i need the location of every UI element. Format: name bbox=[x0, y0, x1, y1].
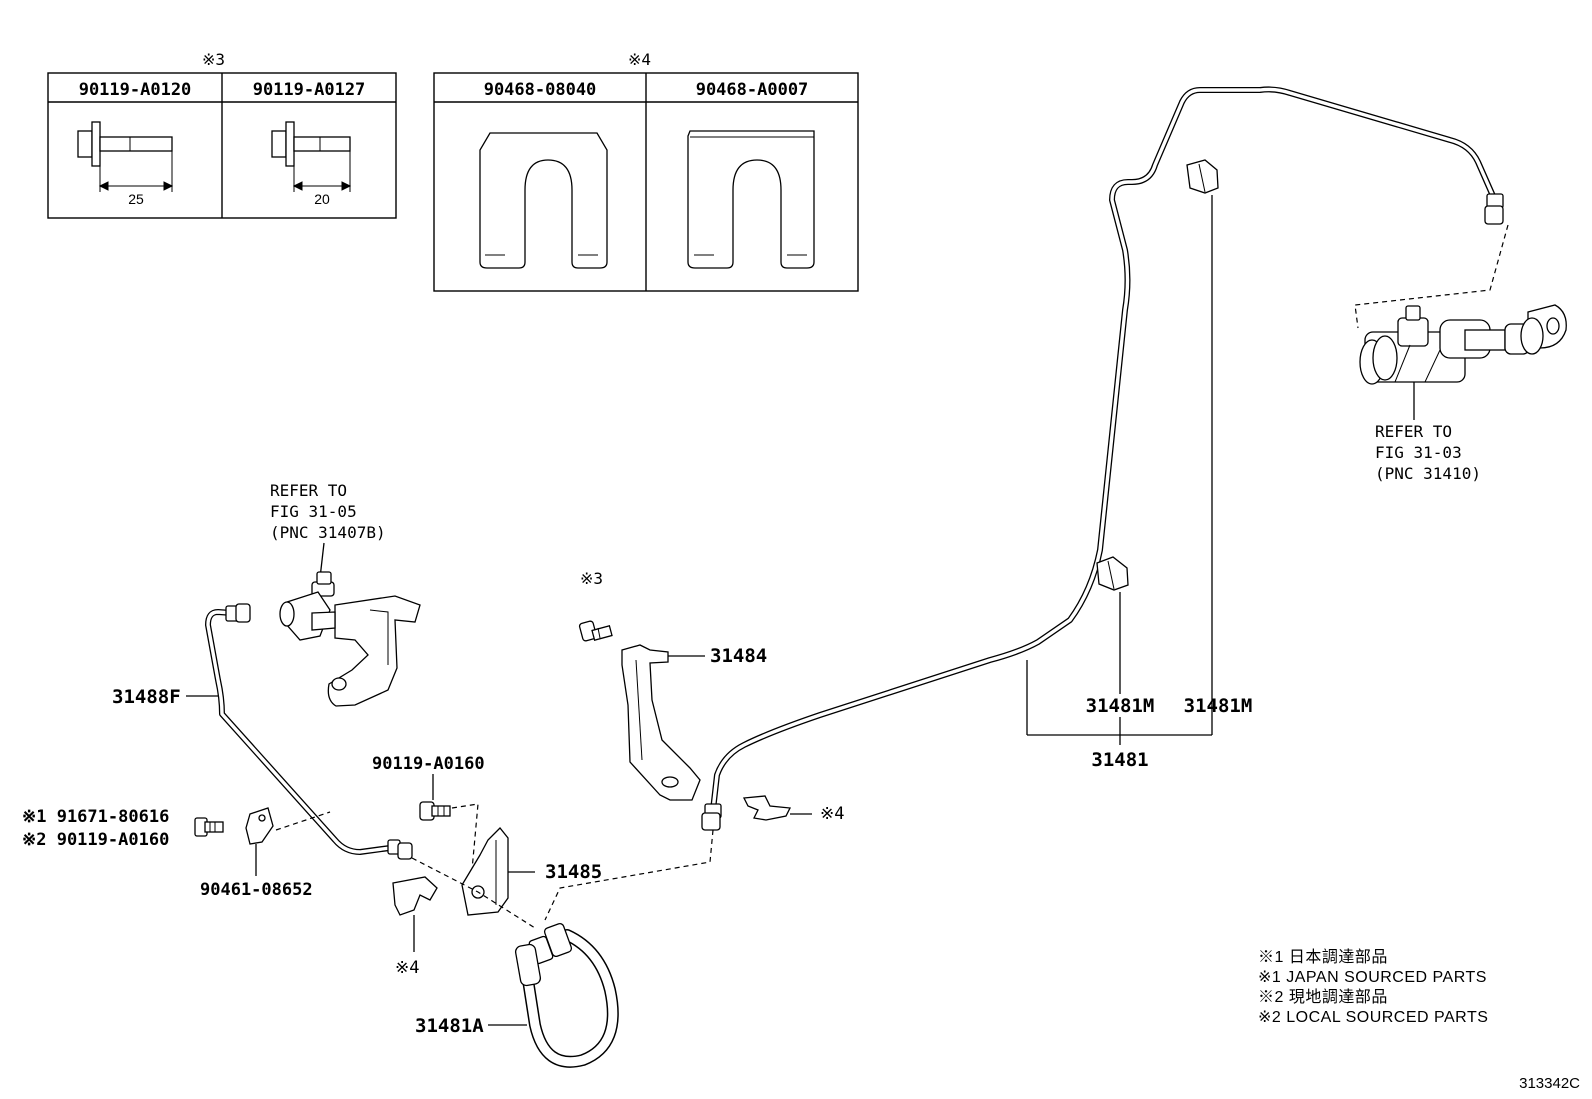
refer-note-release-line1: REFER TO bbox=[270, 481, 347, 500]
bolt-mid-icon bbox=[419, 774, 479, 871]
callout-hose-31481a: 31481A bbox=[415, 1015, 484, 1037]
refer-note-master-line1: REFER TO bbox=[1375, 422, 1452, 441]
callout-bolt-90119-left: ※2 90119-A0160 bbox=[22, 830, 169, 850]
bolt-length-1: 25 bbox=[128, 191, 144, 207]
master-cylinder-icon bbox=[1354, 224, 1567, 420]
front-tube-31488f bbox=[186, 603, 413, 860]
pipe-assy-leaders bbox=[1026, 195, 1213, 745]
legend-line-3: ※2 現地調達部品 bbox=[1258, 988, 1388, 1006]
bolt-left-icon bbox=[194, 817, 224, 837]
callout-clamp-31481m-left: 31481M bbox=[1086, 695, 1155, 717]
bolt-upper-icon bbox=[578, 620, 613, 642]
legend-line-4: ※2 LOCAL SOURCED PARTS bbox=[1258, 1009, 1488, 1026]
u-clip-right-icon bbox=[742, 795, 812, 821]
bolt-part-no-2: 90119-A0127 bbox=[253, 80, 366, 100]
refer-note-release-line2: FIG 31-05 bbox=[270, 502, 357, 521]
pipe-clamp-lower bbox=[1096, 556, 1129, 591]
callout-bracket-90461: 90461-08652 bbox=[200, 880, 313, 900]
callout-clamp-31481m-right: 31481M bbox=[1184, 695, 1253, 717]
bolt-part-no-1: 90119-A0120 bbox=[79, 80, 192, 100]
refer-note-master-line2: FIG 31-03 bbox=[1375, 443, 1462, 462]
callout-bracket-31484: 31484 bbox=[710, 645, 767, 667]
callout-bolt-91671: ※1 91671-80616 bbox=[22, 807, 169, 827]
clutch-pipe-31481 bbox=[701, 86, 1504, 831]
legend: ※1 日本調達部品 ※1 JAPAN SOURCED PARTS ※2 現地調達… bbox=[1258, 948, 1488, 1026]
flange-bolt-icon: 20 bbox=[271, 121, 352, 207]
callout-bolt-90119-mid: 90119-A0160 bbox=[372, 754, 485, 774]
callout-bolt-mid-marker: ※3 bbox=[580, 569, 603, 588]
callout-pipe-31481: 31481 bbox=[1091, 749, 1148, 771]
release-cylinder-bracket-icon bbox=[279, 542, 421, 707]
bolt-inset-box: ※3 90119-A0120 90119-A0127 25 20 bbox=[47, 50, 397, 219]
pipe-clamp-upper bbox=[1186, 159, 1219, 194]
bolt-length-2: 20 bbox=[314, 191, 330, 207]
callout-tube-31488f: 31488F bbox=[112, 686, 181, 708]
clip-part-no-1: 90468-08040 bbox=[484, 80, 597, 100]
callout-bracket-31485: 31485 bbox=[545, 861, 602, 883]
flex-hose-31481a bbox=[411, 829, 714, 1068]
bracket-31484-icon bbox=[621, 644, 705, 801]
callout-clip-right: ※4 bbox=[820, 804, 844, 824]
bolt-inset-marker: ※3 bbox=[202, 50, 225, 69]
clip-inset-marker: ※4 bbox=[628, 50, 651, 69]
bracket-31485-icon bbox=[461, 827, 535, 916]
u-clip-icon bbox=[687, 130, 815, 269]
u-clip-left-icon bbox=[392, 876, 438, 952]
refer-note-release-line3: (PNC 31407B) bbox=[270, 523, 386, 542]
u-clip-icon bbox=[479, 132, 608, 269]
legend-line-1: ※1 日本調達部品 bbox=[1258, 948, 1388, 966]
small-bracket-icon bbox=[245, 807, 331, 876]
legend-line-2: ※1 JAPAN SOURCED PARTS bbox=[1258, 969, 1487, 986]
flange-bolt-icon: 25 bbox=[77, 121, 174, 207]
clip-inset-box: ※4 90468-08040 90468-A0007 bbox=[433, 50, 859, 292]
figure-number: 313342C bbox=[1519, 1075, 1580, 1092]
refer-note-master-line3: (PNC 31410) bbox=[1375, 464, 1481, 483]
callout-clip-left: ※4 bbox=[395, 958, 419, 978]
clip-part-no-2: 90468-A0007 bbox=[696, 80, 809, 100]
